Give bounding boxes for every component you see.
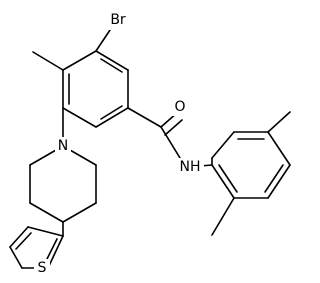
double-bond-inner	[100, 58, 123, 73]
bond	[95, 107, 129, 128]
bond	[9, 226, 29, 248]
amide-n-bond	[160, 126, 181, 159]
double-bond-inner	[218, 164, 238, 193]
atom-label-n: N	[58, 138, 68, 154]
atom-label-o: O	[174, 99, 185, 115]
atom-label-br: Br	[110, 12, 126, 28]
bond	[47, 235, 64, 269]
atom-o: O	[172, 98, 188, 116]
bond	[9, 246, 23, 269]
atom-label-nh: NH	[180, 159, 201, 175]
double-bond-inner	[264, 164, 284, 193]
bond	[267, 164, 291, 199]
atom-nh: NH	[176, 158, 204, 176]
double-bond-inner	[100, 105, 123, 120]
amide-bond	[127, 107, 162, 128]
bromo-bond	[95, 29, 111, 52]
bond	[62, 50, 97, 71]
carbonyl-double-bond	[164, 119, 183, 136]
double-bond-inner	[15, 232, 32, 250]
atom-br: Br	[106, 10, 130, 30]
pyridine-ring	[29, 107, 97, 223]
atom-n-ring: N	[55, 137, 71, 155]
bond	[62, 107, 97, 128]
bond	[29, 202, 64, 223]
bond	[211, 131, 235, 159]
bond	[95, 50, 129, 71]
methyl-bond	[267, 111, 291, 133]
atom-label-s: S	[38, 260, 47, 276]
bond	[211, 164, 235, 199]
bond	[267, 131, 291, 166]
methyl-bond	[211, 197, 235, 236]
bond	[62, 202, 97, 223]
benzo-ring	[62, 50, 129, 128]
bond	[27, 226, 64, 237]
methyl-bond	[32, 51, 64, 71]
atom-s: S	[34, 259, 50, 277]
dimethylphenyl-ring	[211, 131, 291, 199]
